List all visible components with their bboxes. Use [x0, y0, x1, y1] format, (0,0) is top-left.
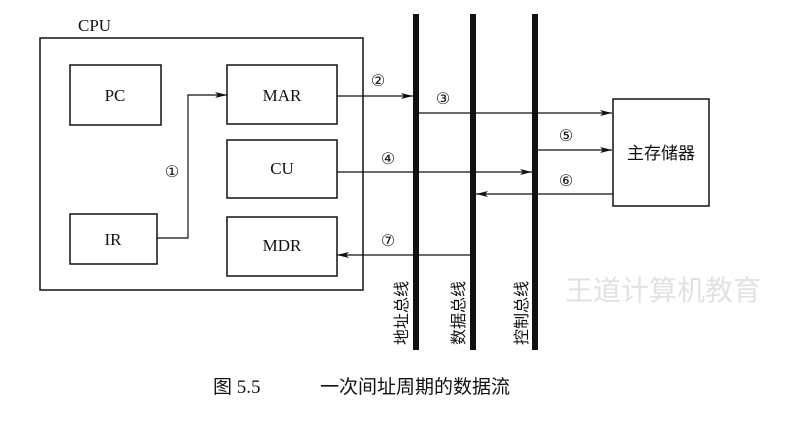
main-memory-label: 主存储器: [627, 144, 695, 163]
mdr-register: [226, 216, 338, 277]
data-bus-label: 数据总线: [450, 281, 468, 345]
cpu-box: [39, 37, 364, 291]
ir-label: IR: [105, 230, 123, 249]
watermark: 王道计算机教育: [565, 274, 761, 307]
cu-unit: [226, 139, 338, 199]
cpu-label: CPU: [78, 16, 111, 35]
main-memory-box: [612, 98, 710, 207]
data-bus: [470, 14, 476, 350]
figure-number: 图 5.5: [213, 377, 261, 398]
control-bus-label: 控制总线: [513, 281, 531, 345]
pc-label: PC: [105, 86, 126, 105]
step-6-label: ⑥: [559, 173, 573, 190]
step-7-label: ⑦: [381, 233, 395, 250]
address-bus-label: 地址总线: [393, 281, 411, 345]
mar-label: MAR: [263, 86, 302, 105]
step-5-label: ⑤: [559, 128, 573, 145]
figure-caption: 一次间址周期的数据流: [320, 376, 510, 398]
arrow-ir-to-mar: [157, 92, 227, 239]
step-2-label: ②: [371, 73, 385, 90]
control-bus: [532, 14, 538, 350]
pc-register: [69, 64, 162, 126]
step-1-label: ①: [165, 164, 179, 181]
step-3-label: ③: [436, 91, 450, 108]
address-bus: [413, 14, 419, 350]
mdr-label: MDR: [263, 236, 302, 255]
cu-label: CU: [270, 159, 294, 178]
ir-register: [69, 213, 158, 265]
step-4-label: ④: [381, 151, 395, 168]
